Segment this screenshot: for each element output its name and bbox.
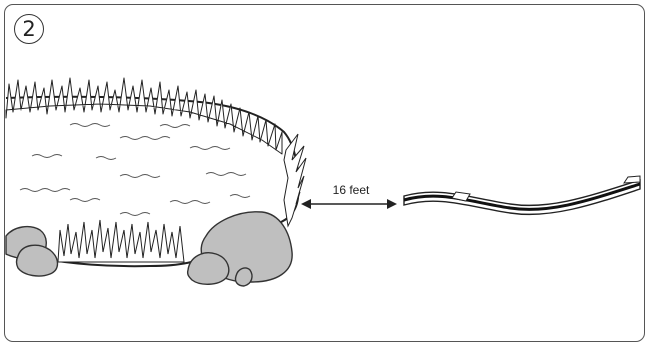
water-ripples [20,124,250,216]
side-grass [284,134,306,226]
bottom-grass [58,220,184,262]
top-grass [6,78,282,154]
rock [17,245,58,276]
flexible-hose [404,176,640,214]
rock [235,268,252,286]
rock [188,253,229,284]
step-number-badge: 2 [14,14,44,44]
clip [624,176,640,183]
distance-label: 16 feet [319,183,383,197]
distance-arrow [301,199,397,209]
